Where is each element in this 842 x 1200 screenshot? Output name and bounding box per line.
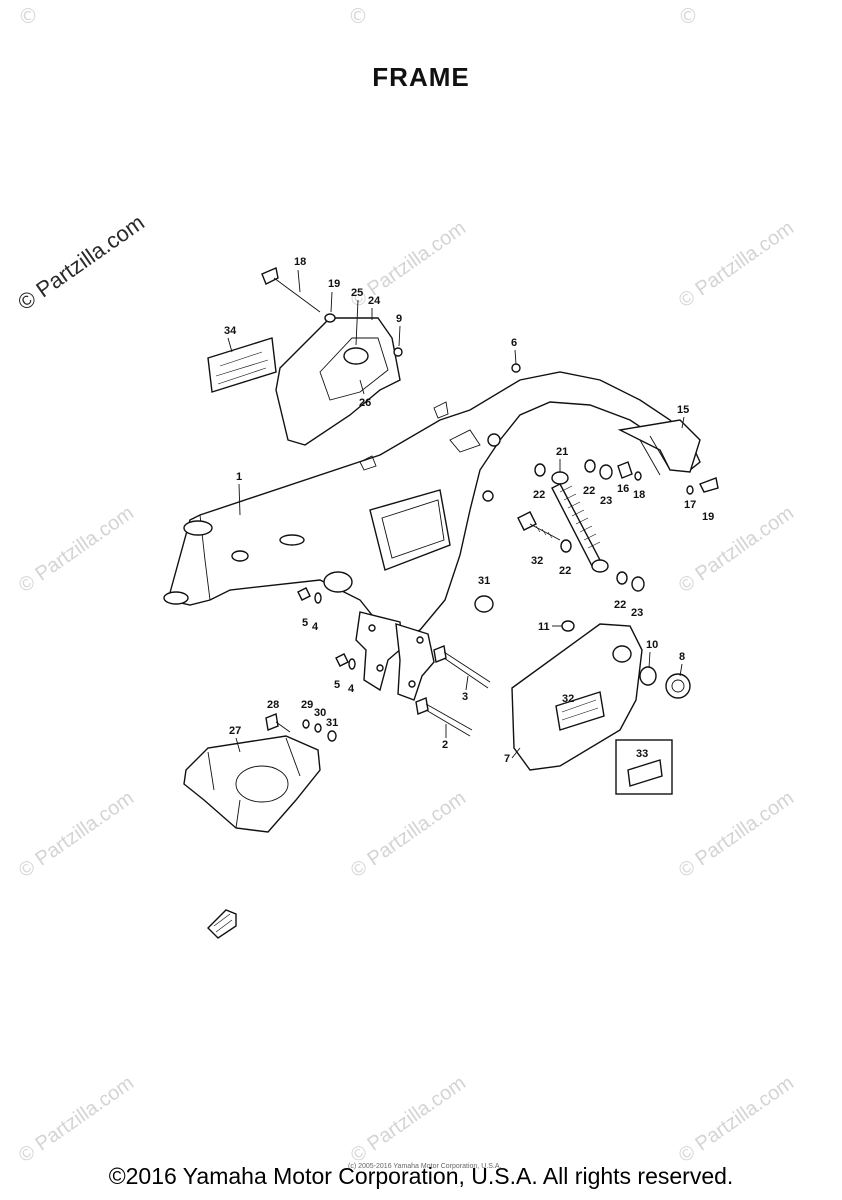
callout-10: 10	[646, 639, 658, 651]
shock-washers: 22 22 23 22 22 23	[533, 459, 645, 619]
callout-16: 16	[617, 483, 629, 495]
callout-26: 27	[229, 725, 241, 737]
callout-24: 25	[351, 287, 363, 299]
callout-19: 19	[702, 511, 714, 523]
shock-bolt-part: 32	[517, 511, 561, 567]
label-34-part: 34	[207, 325, 277, 393]
callout-25: 26	[359, 397, 371, 409]
callout-6: 6	[511, 337, 517, 349]
watermark-symbol: ©	[348, 4, 368, 28]
front-arrow-icon	[207, 909, 237, 939]
callout-17: 17	[684, 499, 696, 511]
side-cover-part: 32 7	[504, 623, 643, 771]
callout-34: 34	[224, 325, 237, 337]
callout-32: 32	[562, 693, 574, 705]
engine-mount-part	[355, 611, 435, 701]
callout-29: 30	[314, 707, 326, 719]
callout-22: 22	[614, 599, 626, 611]
callout-22: 22	[583, 485, 595, 497]
label-33-part: 33	[615, 739, 673, 795]
callout-15: 15	[677, 404, 689, 416]
callout-28: 29	[301, 699, 313, 711]
callout-22: 22	[559, 565, 571, 577]
callout-33: 33	[636, 748, 648, 760]
callout-32: 32	[531, 555, 543, 567]
watermark-symbol: ©	[678, 4, 698, 28]
part-8	[665, 673, 691, 699]
callout-31: 31	[478, 575, 490, 587]
part-6	[511, 363, 521, 373]
callout-23: 23	[600, 495, 612, 507]
callout-4: 4	[348, 683, 355, 695]
small-credit: (c) 2005-2016 Yamaha Motor Corporation, …	[348, 1163, 502, 1170]
callout-12: 24	[368, 295, 381, 307]
battery-box-part: 24 25 26 18 19 9	[261, 256, 403, 446]
callout-5: 5	[334, 679, 340, 691]
callout-5: 5	[302, 617, 308, 629]
copyright-notice: ©2016 Yamaha Motor Corporation, U.S.A. A…	[108, 1163, 734, 1189]
part-31	[474, 595, 494, 613]
part-11	[561, 620, 575, 632]
page-title: FRAME	[372, 62, 470, 92]
part-10	[639, 666, 657, 686]
callout-27: 28	[267, 699, 279, 711]
callout-23: 23	[631, 607, 643, 619]
rear-fender-part: 15	[617, 404, 701, 476]
bolt-3-part: 3	[433, 645, 491, 703]
callout-13: 18	[294, 256, 306, 268]
callout-3: 3	[462, 691, 468, 703]
rear-shock-part: 21	[551, 446, 609, 573]
callout-18: 18	[633, 489, 645, 501]
callout-11: 11	[538, 621, 550, 633]
main-frame-part: 1	[163, 371, 701, 641]
bolt-2-part: 2	[415, 697, 473, 751]
callout-1: 1	[236, 471, 242, 483]
skid-plate-part: 27	[183, 725, 321, 833]
callout-9: 9	[396, 313, 402, 325]
callout-14: 19	[328, 278, 340, 290]
callout-7: 7	[504, 753, 510, 765]
callout-22: 22	[533, 489, 545, 501]
callout-2: 2	[442, 739, 448, 751]
callout-8: 8	[679, 651, 685, 663]
watermark-symbol: ©	[18, 4, 38, 28]
callout-4: 4	[312, 621, 319, 633]
rear-hardware: 16 18 17 19	[617, 461, 719, 523]
callout-21: 21	[556, 446, 568, 458]
callout-30: 31	[326, 717, 338, 729]
mount-nuts: 5 4 5 4	[297, 587, 356, 695]
skid-plate-hardware: 28 29 30 31	[265, 699, 338, 742]
